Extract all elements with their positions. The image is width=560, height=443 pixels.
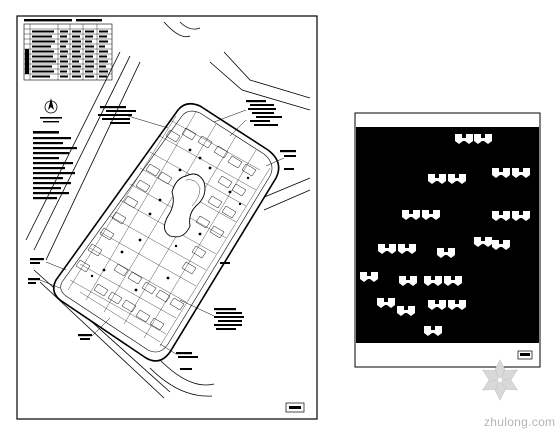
- layout-title-block: [517, 350, 533, 360]
- data-table: [23, 19, 113, 81]
- building-blocks: [75, 127, 257, 331]
- central-lake: [164, 173, 206, 238]
- callout-labels: [28, 100, 296, 370]
- title-block: [285, 402, 305, 413]
- leader-lines: [39, 109, 285, 355]
- building-layout-sheet: [354, 112, 541, 368]
- layout-black-panel: [356, 127, 539, 343]
- north-arrow-icon: [40, 98, 62, 123]
- site-plan-sheet: [16, 15, 318, 420]
- zhulong-logo-icon: [482, 359, 518, 401]
- notes-block: [33, 131, 77, 200]
- watermark-text: zhulong.com: [484, 415, 556, 429]
